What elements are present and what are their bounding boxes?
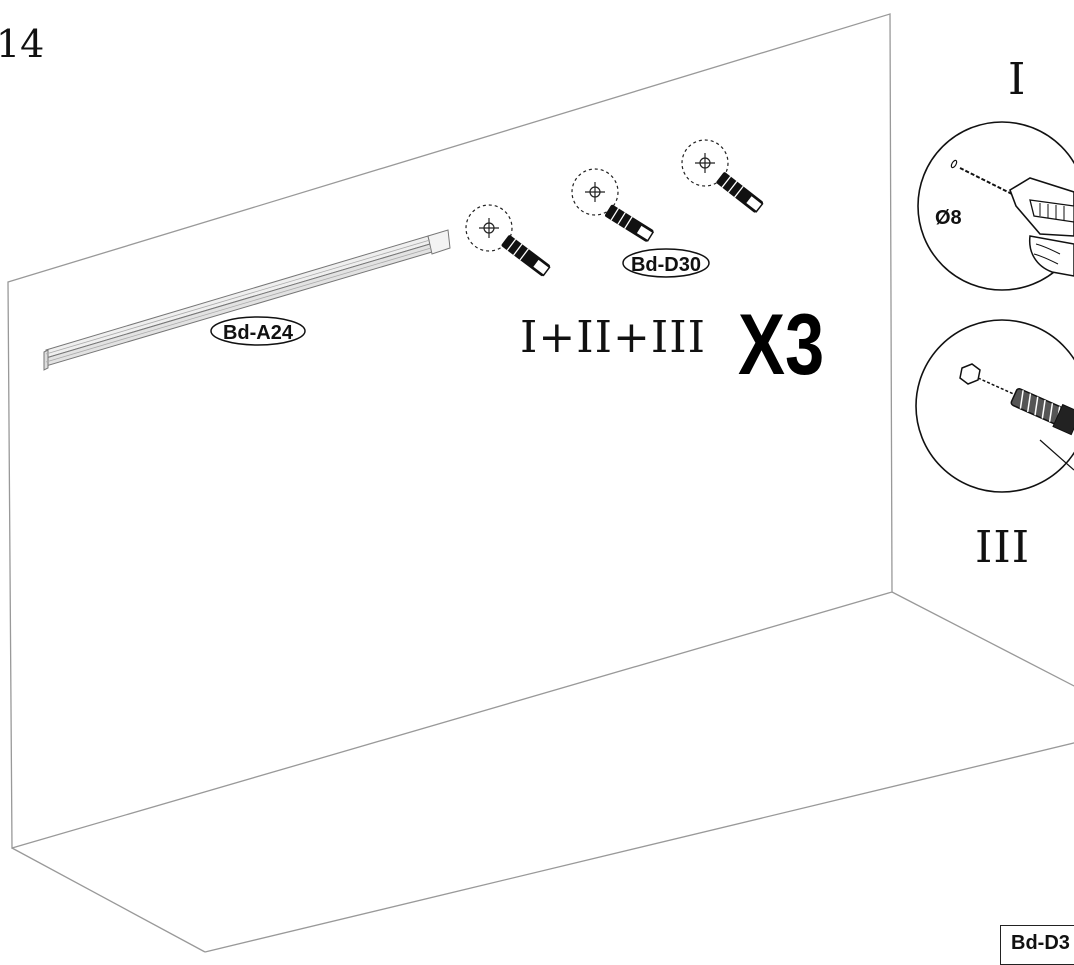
- rail-part-callout: [210, 316, 306, 346]
- detail-screw: [915, 319, 1074, 493]
- drill-icon: [959, 167, 1074, 277]
- corner-part-label: Bd-D3: [1000, 925, 1074, 965]
- wall-plug-icon: [501, 235, 551, 277]
- drill-size-label: Ø8: [935, 207, 962, 229]
- anchor-mark-2: [571, 168, 655, 242]
- wall-rail: [43, 229, 451, 371]
- step-three-label: III: [975, 522, 1031, 573]
- rail-part-label: Bd-A24: [223, 322, 294, 344]
- sequence-label: I+II+III: [520, 312, 707, 363]
- anchor-mark-1: [465, 204, 551, 277]
- anchor-part-label: Bd-D30: [631, 254, 701, 276]
- wall-outline: [7, 13, 1074, 953]
- detail-drill: Ø8: [917, 121, 1074, 291]
- step-number: 14: [0, 22, 45, 66]
- anchor-part-callout: [622, 248, 710, 278]
- wall-plug-icon: [716, 172, 764, 213]
- quantity-label: X3: [738, 297, 825, 393]
- wall-plug-icon: [605, 204, 655, 242]
- step-one-label: I: [1008, 54, 1027, 105]
- anchor-mark-3: [681, 139, 764, 213]
